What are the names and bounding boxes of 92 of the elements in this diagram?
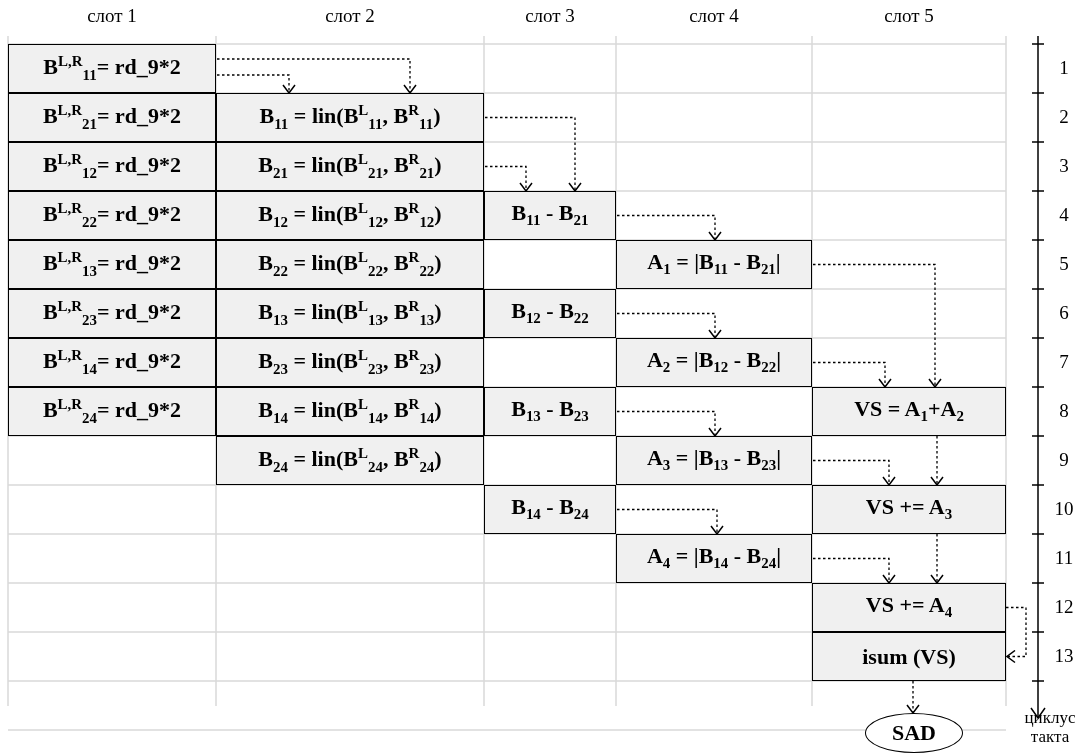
operation-box [8, 240, 216, 289]
formula-text: B$^{L,R}$$_{14}$= rd_9*2 [42, 348, 182, 377]
arrow [812, 361, 892, 388]
row-number: 13 [1053, 646, 1075, 667]
operation-box [484, 289, 616, 338]
operation-box [8, 387, 216, 436]
operation-box [216, 240, 484, 289]
operation-box [484, 387, 616, 436]
formula-text: B$_{13}$ = lin(B$^{L}$$_{13}$, B$^{R}$$_{13}$) [258, 299, 442, 328]
row-number: 7 [1058, 352, 1070, 373]
arrow [216, 58, 417, 94]
row-number: 1 [1058, 58, 1070, 79]
formula-text: B$_{14}$ - B$_{24}$ [511, 496, 589, 523]
formula-text: B$_{12}$ = lin(B$^{L}$$_{12}$, B$^{R}$$_{12}$) [258, 201, 442, 230]
formula-text: A$_{1}$ = |B$_{11}$ - B$_{21}$| [647, 251, 781, 278]
operation-box [616, 534, 812, 583]
operation-box [216, 436, 484, 485]
operation-box [616, 436, 812, 485]
formula-text: B$_{14}$ = lin(B$^{L}$$_{14}$, B$^{R}$$_{14}$) [258, 397, 442, 426]
row-number: 11 [1053, 548, 1075, 569]
formula-text: VS += A$_{3}$ [865, 496, 953, 523]
column-header: слот 2 [324, 6, 376, 27]
formula-text: B$_{11}$ - B$_{21}$ [511, 202, 589, 229]
operation-box [8, 191, 216, 240]
row-number: 4 [1058, 205, 1070, 226]
formula-text: VS += A$_{4}$ [865, 594, 953, 621]
operation-box [812, 485, 1006, 534]
arrow [1005, 606, 1027, 664]
formula-text: B$^{L,R}$$_{22}$= rd_9*2 [42, 201, 182, 230]
column-header: слот 3 [524, 6, 576, 27]
arrow [616, 214, 722, 241]
axis-label: циклус такта [1023, 709, 1077, 747]
formula-text: A$_{4}$ = |B$_{14}$ - B$_{24}$| [646, 545, 782, 572]
arrow [484, 116, 582, 192]
arrow [616, 410, 722, 437]
operation-box [8, 142, 216, 191]
arrow [812, 263, 942, 388]
operation-box [8, 44, 216, 93]
formula-text: B$_{23}$ = lin(B$^{L}$$_{23}$, B$^{R}$$_{23}$) [258, 348, 442, 377]
arrow [812, 557, 896, 584]
formula-text: isum (VS) [862, 645, 956, 668]
formula-text: B$_{13}$ - B$_{23}$ [511, 398, 589, 425]
arrow [930, 435, 944, 486]
column-header: слот 1 [86, 6, 138, 27]
row-number: 3 [1058, 156, 1070, 177]
row-number: 9 [1058, 450, 1070, 471]
operation-box [216, 338, 484, 387]
formula-text: B$^{L,R}$$_{11}$= rd_9*2 [43, 54, 181, 83]
formula-text: B$^{L,R}$$_{23}$= rd_9*2 [42, 299, 182, 328]
row-number: 6 [1058, 303, 1070, 324]
arrow [812, 459, 896, 486]
row-number: 12 [1053, 597, 1075, 618]
formula-text: B$_{22}$ = lin(B$^{L}$$_{22}$, B$^{R}$$_{22}$) [258, 250, 442, 279]
operation-box [484, 191, 616, 240]
operation-box [216, 289, 484, 338]
operation-box [616, 240, 812, 289]
operation-box [8, 338, 216, 387]
row-number: 10 [1053, 499, 1075, 520]
operation-box [616, 338, 812, 387]
formula-text: B$^{L,R}$$_{21}$= rd_9*2 [42, 103, 182, 132]
arrow [930, 533, 944, 584]
row-number: 8 [1058, 401, 1070, 422]
arrow [484, 165, 533, 192]
operation-box [812, 583, 1006, 632]
formula-text: B$^{L,R}$$_{12}$= rd_9*2 [42, 152, 182, 181]
operation-box [8, 93, 216, 142]
operation-box [216, 93, 484, 142]
row-number: 2 [1058, 107, 1070, 128]
formula-text: B$_{11}$ = lin(B$^{L}$$_{11}$, B$^{R}$$_{11}$) [259, 103, 441, 132]
formula-text: A$_{3}$ = |B$_{13}$ - B$_{23}$| [646, 447, 782, 474]
operation-box [216, 387, 484, 436]
operation-box [8, 289, 216, 338]
operation-box [812, 387, 1006, 436]
arrow [216, 74, 296, 94]
column-header: слот 5 [883, 6, 935, 27]
row-number: 5 [1058, 254, 1070, 275]
arrow [906, 680, 920, 714]
operation-box [812, 632, 1006, 681]
arrow [616, 508, 724, 535]
arrow [616, 312, 722, 339]
formula-text: B$^{L,R}$$_{13}$= rd_9*2 [42, 250, 182, 279]
formula-text: B$_{24}$ = lin(B$^{L}$$_{24}$, B$^{R}$$_{24}$) [258, 446, 442, 475]
formula-text: VS = A$_{1}$+A$_{2}$ [854, 398, 964, 425]
column-header: слот 4 [688, 6, 740, 27]
formula-text: SAD [892, 722, 936, 744]
formula-text: B$_{12}$ - B$_{22}$ [511, 300, 589, 327]
operation-box [216, 191, 484, 240]
formula-text: B$_{21}$ = lin(B$^{L}$$_{21}$, B$^{R}$$_{21}$) [258, 152, 442, 181]
operation-box [216, 142, 484, 191]
operation-box [484, 485, 616, 534]
formula-text: B$^{L,R}$$_{24}$= rd_9*2 [42, 397, 182, 426]
formula-text: A$_{2}$ = |B$_{12}$ - B$_{22}$| [646, 349, 782, 376]
